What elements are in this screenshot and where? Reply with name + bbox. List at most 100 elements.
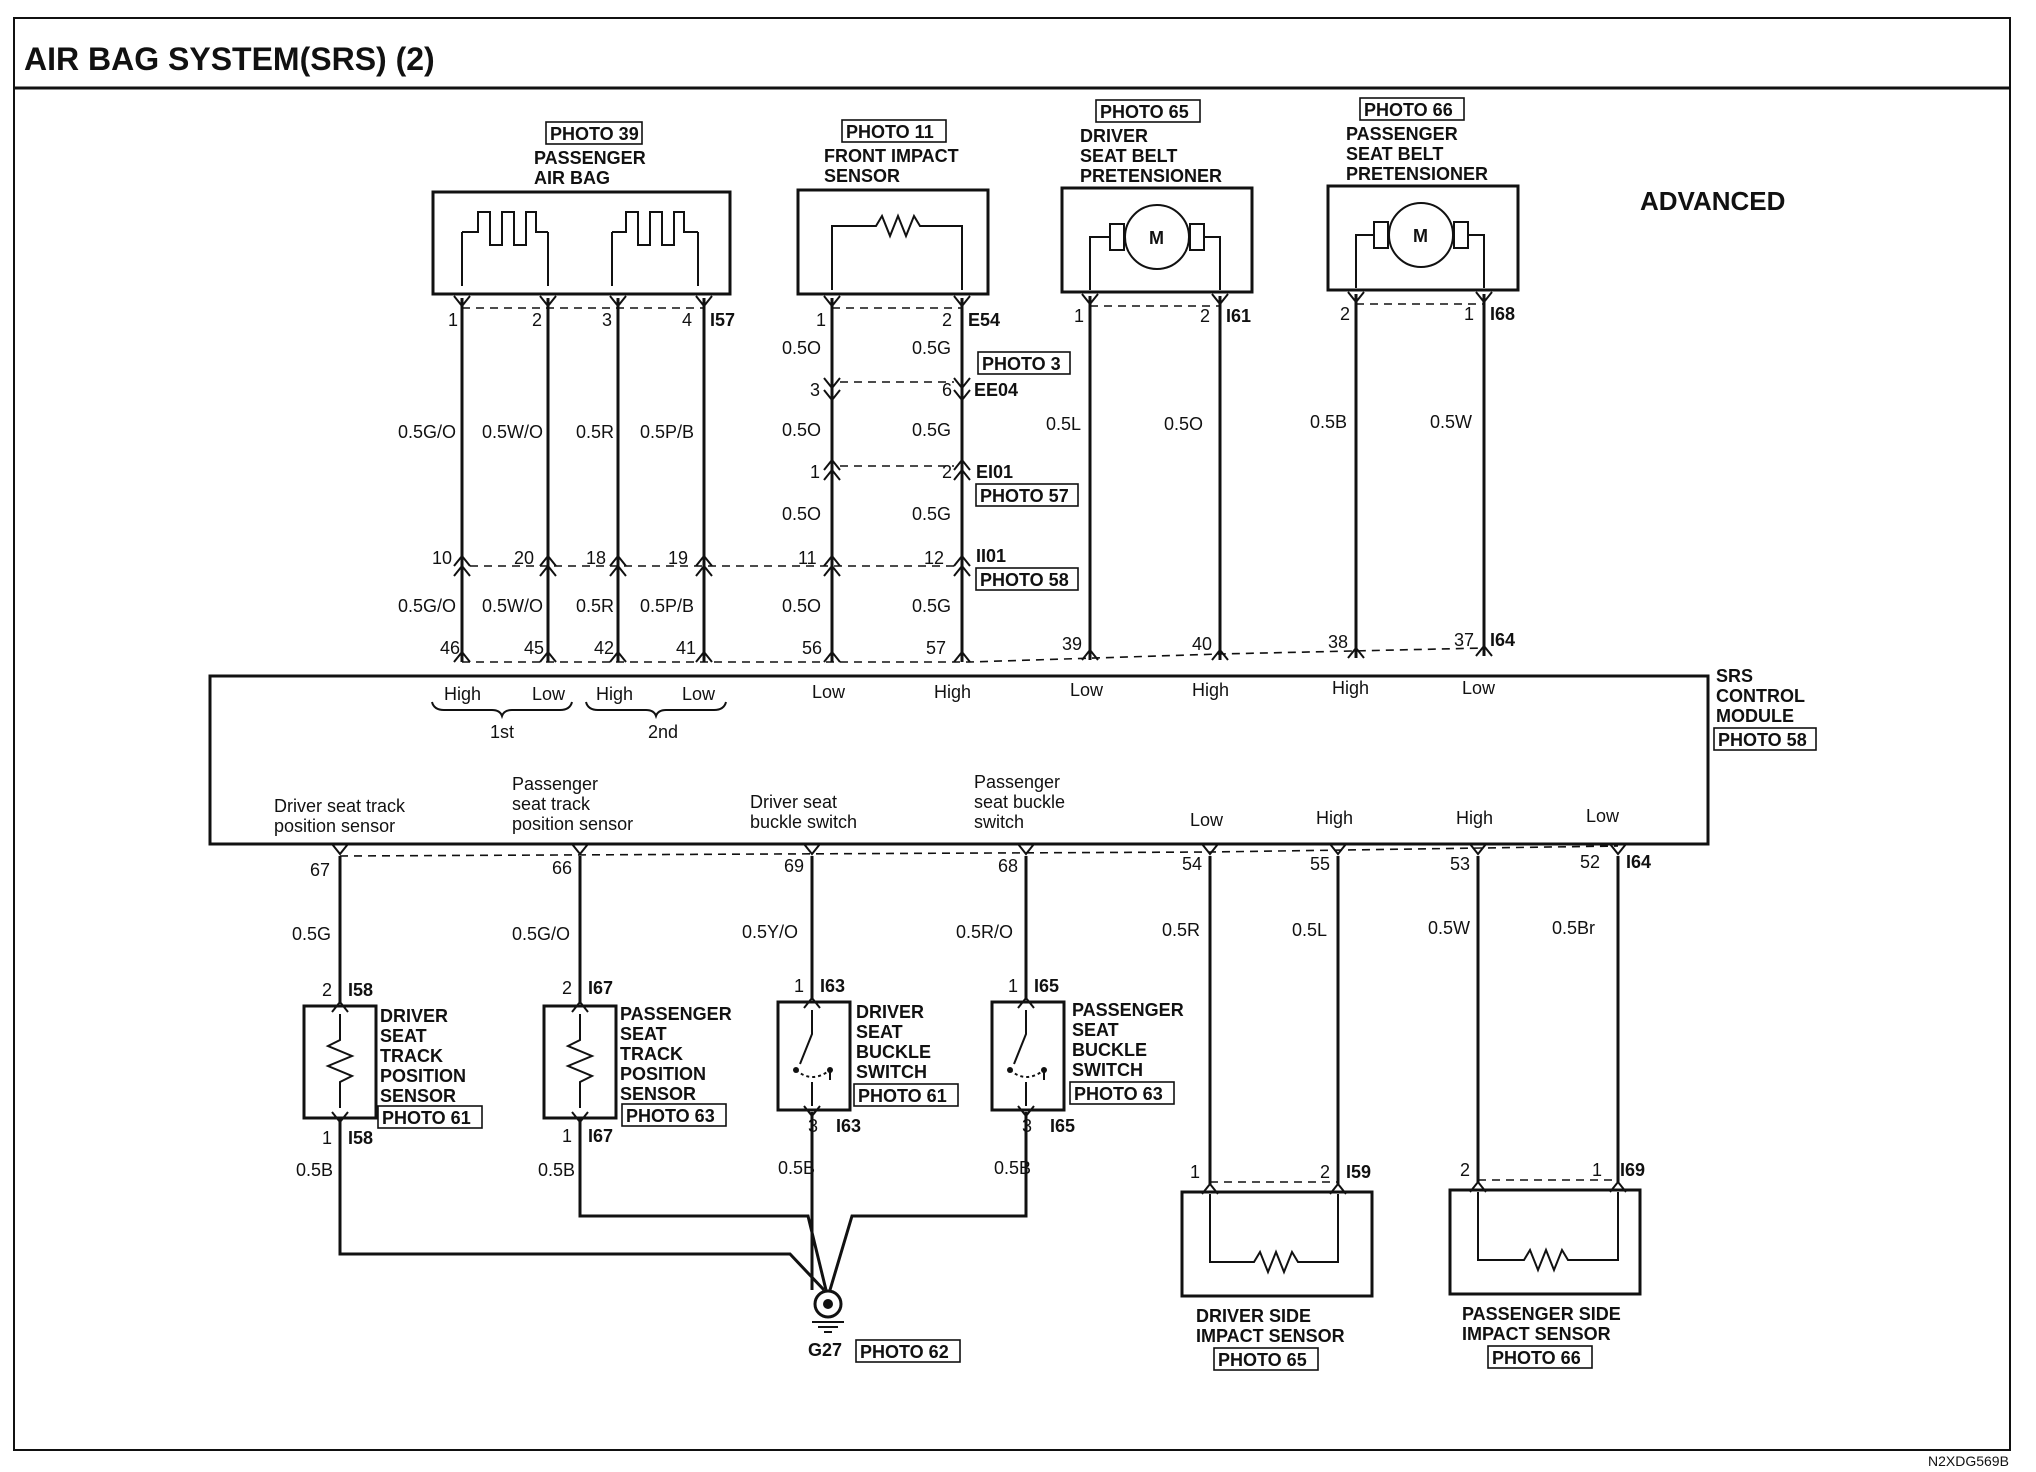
wire-label: 0.5L	[1046, 414, 1081, 434]
pst-connector-id: I67	[588, 1126, 613, 1146]
wire-label: 0.5G	[912, 338, 951, 358]
ee04-pin: 3	[810, 380, 820, 400]
module-pin: 56	[802, 638, 822, 658]
module-level-label: High	[596, 684, 633, 704]
wire-label: 0.5R/O	[956, 922, 1013, 942]
wire-label: 0.5R	[576, 596, 614, 616]
driver-pretensioner-label-3: PRETENSIONER	[1080, 166, 1222, 186]
ground-id: G27	[808, 1340, 842, 1360]
driver-pret-pin: 1	[1074, 306, 1084, 326]
dsb-label: SWITCH	[856, 1062, 927, 1082]
pst-label: SENSOR	[620, 1084, 696, 1104]
dst-pin: 1	[322, 1128, 332, 1148]
wire-label: 0.5G/O	[398, 422, 456, 442]
srs-control-module: SRS CONTROL MODULE PHOTO 58 High Low Hig…	[208, 666, 1817, 846]
dst-label: TRACK	[380, 1046, 443, 1066]
module-pin: 67	[310, 860, 330, 880]
psi-label: PASSENGER SIDE	[1462, 1304, 1621, 1324]
ground-photo: PHOTO 62	[860, 1342, 949, 1362]
ee04-photo: PHOTO 3	[982, 354, 1061, 374]
module-input-label: switch	[974, 812, 1024, 832]
driver-pretensioner-label-2: SEAT BELT	[1080, 146, 1177, 166]
pst-label: SEAT	[620, 1024, 667, 1044]
module-input-label: Passenger	[512, 774, 598, 794]
psb-connector-id: I65	[1034, 976, 1059, 996]
front-impact-pin-2: 2	[942, 310, 952, 330]
psb-label: BUCKLE	[1072, 1040, 1147, 1060]
module-level-label: High	[1316, 808, 1353, 828]
wire-label: 0.5W	[1428, 918, 1470, 938]
wire-label: 0.5B	[1310, 412, 1347, 432]
group-brace-1st	[431, 701, 573, 720]
passenger-air-bag: PHOTO 39 PASSENGER AIR BAG	[431, 121, 732, 296]
wire-label: 0.5G/O	[398, 596, 456, 616]
wire-label: 0.5G	[292, 924, 331, 944]
dsi-label: DRIVER SIDE	[1196, 1306, 1311, 1326]
group-label-2nd: 2nd	[648, 722, 678, 742]
front-impact-sensor-photo: PHOTO 11	[846, 122, 934, 142]
wire-label: 0.5G	[912, 596, 951, 616]
dst-photo: PHOTO 61	[382, 1108, 471, 1128]
passenger-pretensioner-photo: PHOTO 66	[1364, 100, 1453, 120]
passenger-pretensioner-label-1: PASSENGER	[1346, 124, 1458, 144]
wire-label: 0.5G	[912, 504, 951, 524]
pst-pin: 1	[562, 1126, 572, 1146]
module-input-label: Driver seat	[750, 792, 837, 812]
module-level-label: Low	[1190, 810, 1224, 830]
dst-label: SEAT	[380, 1026, 427, 1046]
wire-label: 0.5P/B	[640, 596, 694, 616]
wire-label: 0.5W	[1430, 412, 1472, 432]
ei01-photo: PHOTO 57	[980, 486, 1069, 506]
module-pin: 69	[784, 856, 804, 876]
dsi-pin: 2	[1320, 1162, 1330, 1182]
module-pin: 54	[1182, 854, 1202, 874]
wire-label: 0.5B	[778, 1158, 815, 1178]
driver-pret-pin: 2	[1200, 306, 1210, 326]
pst-connector-id: I67	[588, 978, 613, 998]
page-title: AIR BAG SYSTEM(SRS) (2)	[24, 41, 435, 77]
dsb-label: DRIVER	[856, 1002, 924, 1022]
pst-photo: PHOTO 63	[626, 1106, 715, 1126]
ii01-pin: 19	[668, 548, 688, 568]
dsb-pin: 3	[808, 1116, 818, 1136]
psb-label: SWITCH	[1072, 1060, 1143, 1080]
passenger-seat-buckle-switch: 1 I65 PASSENGER SEAT BUCKLE SWITCH PHOTO…	[990, 976, 1184, 1178]
dsb-label: SEAT	[856, 1022, 903, 1042]
dsb-connector-id: I63	[820, 976, 845, 996]
module-pin: 40	[1192, 634, 1212, 654]
wire-label: 0.5W/O	[482, 422, 543, 442]
wire-label: 0.5O	[782, 596, 821, 616]
psb-label: PASSENGER	[1072, 1000, 1184, 1020]
module-top-connector-id: I64	[1490, 630, 1515, 650]
dst-connector-id: I58	[348, 980, 373, 1000]
module-pin: 41	[676, 638, 696, 658]
wire-label: 0.5G/O	[512, 924, 570, 944]
passenger-pretensioner-label-2: SEAT BELT	[1346, 144, 1443, 164]
dsi-label: IMPACT SENSOR	[1196, 1326, 1345, 1346]
driver-motor-letter: M	[1149, 228, 1164, 248]
module-input-label: Passenger	[974, 772, 1060, 792]
wire-label: 0.5O	[782, 338, 821, 358]
wire-label: 0.5O	[782, 504, 821, 524]
pst-pin: 2	[562, 978, 572, 998]
wire-label: 0.5B	[296, 1160, 333, 1180]
module-pin: 46	[440, 638, 460, 658]
passenger-air-bag-photo: PHOTO 39	[550, 124, 639, 144]
module-level-label: High	[1456, 808, 1493, 828]
module-input-label: seat buckle	[974, 792, 1065, 812]
psb-label: SEAT	[1072, 1020, 1119, 1040]
motor-icon	[1124, 204, 1190, 270]
module-label-2: CONTROL	[1716, 686, 1805, 706]
ii01-pin: 11	[798, 548, 817, 568]
ground-g27: G27 PHOTO 62	[808, 1289, 961, 1363]
passenger-side-impact-sensor: 2 1 I69 PASSENGER SIDE IMPACT SENSOR PHO…	[1448, 1160, 1645, 1369]
module-label-3: MODULE	[1716, 706, 1794, 726]
pass-pret-pin: 1	[1464, 304, 1474, 324]
dst-label: DRIVER	[380, 1006, 448, 1026]
module-pin: 53	[1450, 854, 1470, 874]
variant-label: ADVANCED	[1640, 186, 1785, 216]
module-level-label: High	[1192, 680, 1229, 700]
pass-pret-connector-id: I68	[1490, 304, 1515, 324]
ii01-pin: 18	[586, 548, 606, 568]
